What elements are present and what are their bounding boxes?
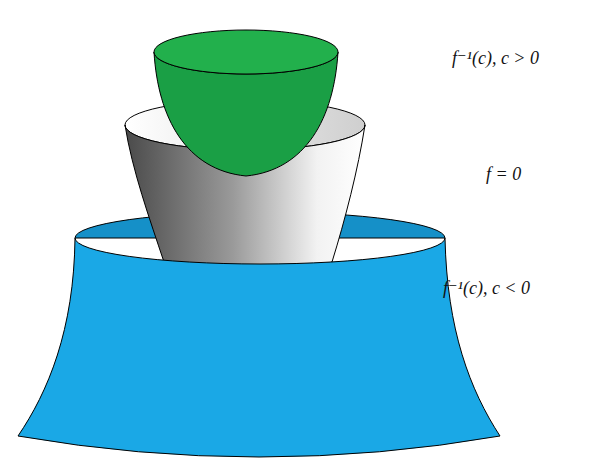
blue-surface xyxy=(18,238,500,457)
level-set-label: f = 0 xyxy=(486,164,521,186)
level-set-label: f⁻¹(c), c > 0 xyxy=(452,48,539,70)
level-set-label: f⁻¹(c), c < 0 xyxy=(443,278,530,300)
green-bowl-top xyxy=(154,30,338,74)
